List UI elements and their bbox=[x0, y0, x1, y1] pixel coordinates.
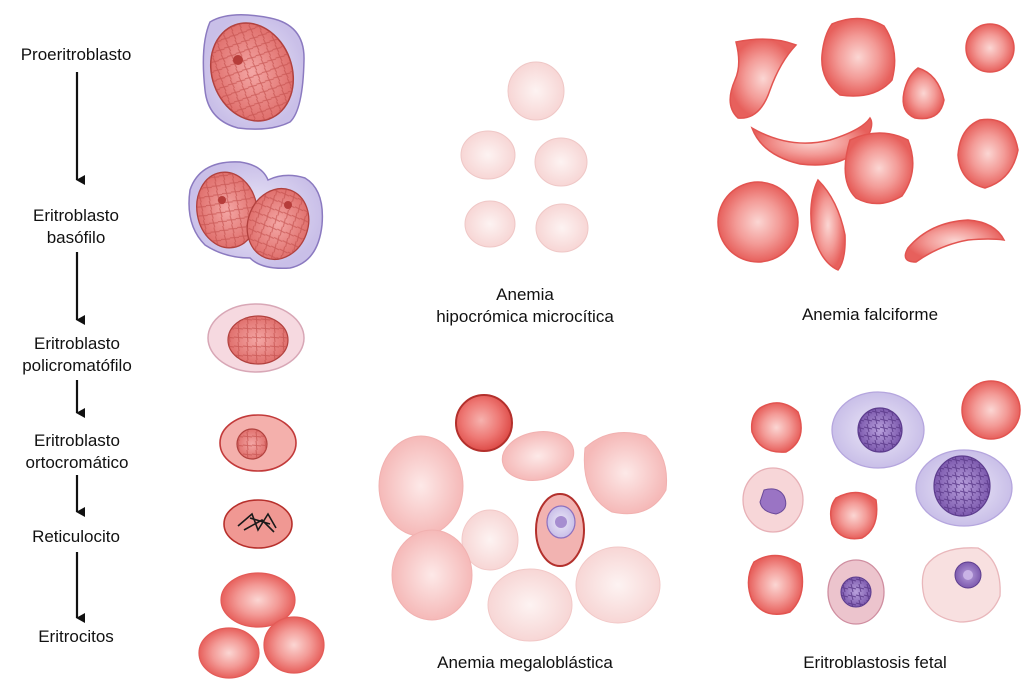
label-sickle-cell-anemia: Anemia falciforme bbox=[770, 304, 970, 326]
stage-label-polychromatophilic-erythroblast: Eritroblasto policromatófilo bbox=[0, 333, 154, 377]
sickle-panel-cells bbox=[718, 18, 1018, 270]
orthochromatic-erythroblast-cell bbox=[220, 415, 296, 471]
stage-label-reticulocyte: Reticulocito bbox=[6, 526, 146, 548]
erythrocytes-cells bbox=[199, 573, 324, 678]
basophilic-erythroblast-cell bbox=[189, 162, 322, 268]
megaloblastic-panel-cells bbox=[379, 395, 667, 641]
label-microcytic-anemia: Anemia hipocrómica microcítica bbox=[395, 284, 655, 328]
polychromatophilic-erythroblast-cell bbox=[208, 304, 304, 372]
stage-label-orthochromatic-erythroblast: Eritroblasto ortocromático bbox=[4, 430, 150, 474]
proerythroblast-cell bbox=[197, 11, 306, 132]
label-megaloblastic-anemia: Anemia megaloblástica bbox=[400, 652, 650, 674]
stage-label-erythrocytes: Eritrocitos bbox=[6, 626, 146, 648]
stage-label-basophilic-erythroblast: Eritroblasto basófilo bbox=[6, 205, 146, 249]
microcytic-panel-cells bbox=[461, 62, 588, 252]
label-fetal-erythroblastosis: Eritroblastosis fetal bbox=[765, 652, 985, 674]
fetal-panel-cells bbox=[743, 381, 1020, 624]
reticulocyte-cell bbox=[224, 500, 292, 548]
stage-label-proerythroblast: Proeritroblasto bbox=[6, 44, 146, 66]
